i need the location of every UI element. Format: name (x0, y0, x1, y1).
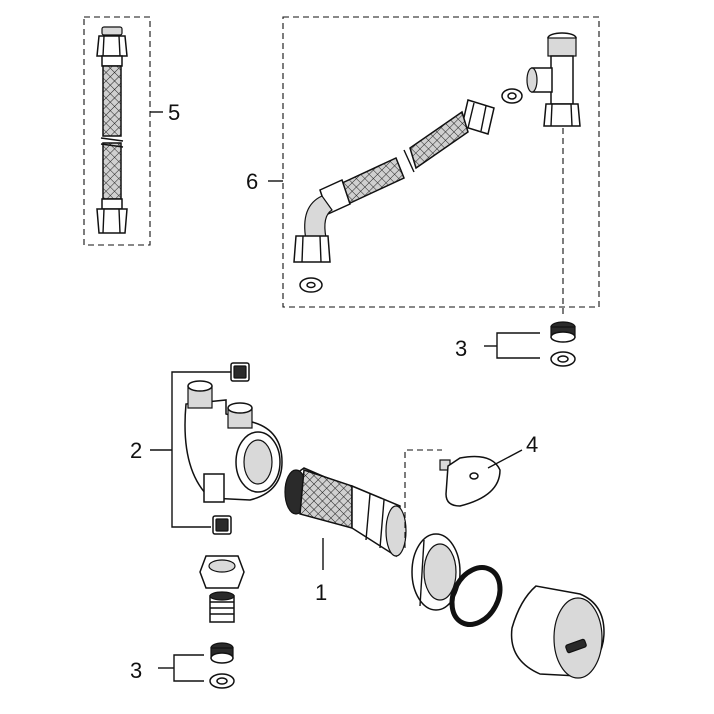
callout-1: 1 (315, 580, 327, 605)
mixer-body (184, 380, 283, 503)
callout-3-bottom: 3 (130, 658, 142, 683)
hex-nut (199, 555, 245, 589)
hose-kit-box (83, 16, 151, 246)
threaded-adapter (209, 591, 235, 623)
flexible-hose-straight (96, 26, 128, 234)
connection-kit-box (282, 16, 600, 308)
axis-line-key (404, 449, 442, 548)
tee-washer (501, 88, 523, 104)
flexible-hose-bent (293, 99, 495, 263)
callout-5: 5 (168, 100, 180, 125)
callout-4: 4 (526, 432, 538, 457)
small-insert-bottom (212, 515, 232, 535)
check-valve-bottom (210, 642, 234, 664)
leader-3-top (496, 332, 540, 359)
leader-3-bottom (173, 654, 204, 682)
small-insert-top (230, 362, 250, 382)
hose-washer (299, 277, 323, 293)
retaining-ring (411, 533, 461, 611)
thermostatic-cartridge (284, 467, 407, 558)
washer-top (550, 351, 576, 367)
check-valve-top (550, 321, 576, 343)
washer-bottom (209, 673, 235, 689)
callout-2: 2 (130, 438, 142, 463)
leader-4 (487, 449, 523, 469)
callout-6: 6 (246, 169, 258, 194)
o-ring (449, 565, 503, 627)
adjustment-key (439, 455, 501, 507)
callout-3-top: 3 (455, 336, 467, 361)
leader-2-upper (171, 371, 232, 450)
leader-2-lower (171, 450, 211, 528)
cover-cap (510, 585, 605, 679)
tee-fitting (526, 32, 581, 127)
